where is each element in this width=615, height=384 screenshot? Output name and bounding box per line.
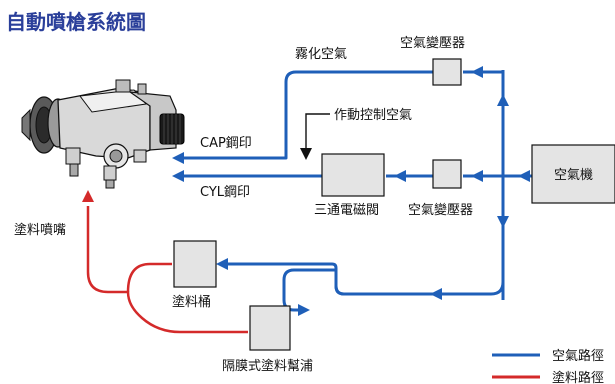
top-regulator-label: 空氣變壓器 [400, 35, 465, 51]
cyl-port-label: CYL鋼印 [200, 185, 250, 200]
legend: 空氣路徑 塗料路徑 [492, 348, 604, 384]
arrow-into-mid-regulator [471, 170, 483, 182]
actuating-air-label: 作動控制空氣 [334, 108, 412, 123]
diaphragm-pump-label: 隔膜式塗料幫浦 [222, 358, 313, 374]
pump-air-line [282, 268, 505, 312]
mid-air-regulator-box [432, 159, 462, 189]
top-air-regulator-box [432, 58, 462, 86]
tank-air-line [220, 262, 345, 296]
arrow-cap-port [172, 152, 184, 164]
paint-tank-label: 塗料桶 [172, 294, 211, 310]
legend-item-air: 空氣路徑 [492, 348, 604, 364]
arrow-into-pump [298, 304, 310, 316]
arrow-down-trunk [497, 216, 509, 228]
air-compressor-box [531, 144, 615, 204]
paint-arrow-to-nozzle [82, 190, 94, 202]
actuating-air-line [300, 113, 330, 160]
arrow-cyl-port [172, 170, 184, 182]
air-arrowheads [172, 66, 530, 316]
paint-main-line [86, 206, 248, 334]
legend-paint-label: 塗料路徑 [552, 370, 604, 384]
solenoid-valve-box [321, 153, 385, 197]
arrow-into-tank [216, 258, 228, 270]
arrow-bottom-loop [430, 288, 442, 300]
paint-nozzle-label: 塗料噴嘴 [14, 222, 66, 238]
solenoid-valve-label: 三通電磁閥 [314, 203, 379, 218]
atomizing-air-label: 霧化空氣 [295, 47, 347, 62]
arrow-into-solenoid [394, 170, 406, 182]
mid-regulator-label: 空氣變壓器 [408, 202, 473, 218]
air-lines [181, 70, 532, 312]
legend-item-paint: 塗料路徑 [492, 370, 604, 384]
paint-lines [82, 190, 248, 334]
arrow-into-top-regulator [471, 66, 483, 78]
spray-gun-icon [21, 79, 185, 189]
atomizing-air-line [181, 70, 433, 160]
diaphragm-pump-box [249, 305, 291, 351]
legend-air-label: 空氣路徑 [552, 348, 604, 364]
arrow-up-trunk [497, 94, 509, 106]
cap-port-label: CAP鋼印 [200, 136, 252, 151]
diagram-title: 自動噴槍系統圖 [6, 10, 146, 34]
compressor-label: 空氣機 [554, 168, 593, 183]
paint-tank-box [173, 240, 217, 288]
arrow-compressor-out [518, 170, 530, 182]
paint-tank-line [126, 262, 172, 293]
